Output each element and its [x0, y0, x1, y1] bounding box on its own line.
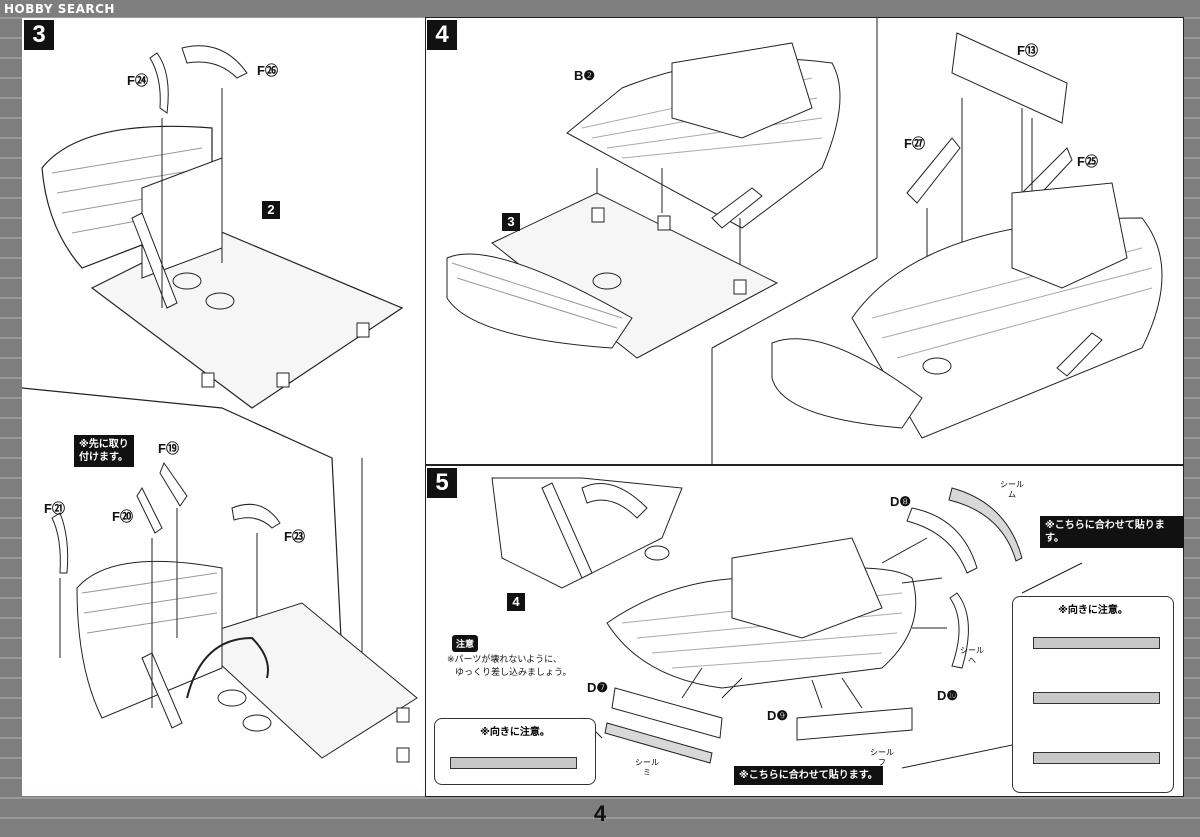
- sticker-preview-1: [1033, 637, 1160, 649]
- callout-line-2: 付けます。: [79, 452, 128, 463]
- step-4-number: 4: [427, 20, 457, 50]
- part-label-d7: D❼: [587, 680, 609, 695]
- part-label-d8: D❽: [890, 494, 912, 509]
- sub-step-3: 3: [502, 213, 520, 231]
- caution-line-2: ゆっくり差し込みましょう。: [455, 668, 572, 678]
- step-3-drawing: [22, 45, 422, 790]
- instruction-sheet: 3: [22, 17, 1184, 797]
- part-label-f23: F㉓: [284, 529, 305, 544]
- part-label-f25: F㉕: [1077, 154, 1098, 169]
- sticker-preview-2: [1033, 692, 1160, 704]
- orientation-note-left: ※向きに注意。: [434, 718, 596, 785]
- part-label-b2: B❷: [574, 68, 596, 83]
- seal-label-fu: シール フ: [870, 748, 894, 767]
- seal-label-he: シール へ: [960, 646, 984, 665]
- align-note-bottom: ※こちらに合わせて貼ります。: [734, 766, 883, 785]
- part-label-f21: F㉑: [44, 501, 65, 516]
- part-label-f19: F⑲: [158, 441, 179, 456]
- part-label-f26: F㉖: [257, 63, 278, 78]
- part-label-f27: F㉗: [904, 136, 925, 151]
- caution-text: ※パーツが壊れないように、 ゆっくり差し込みましょう。: [447, 654, 571, 680]
- sticker-preview-4: [450, 757, 577, 769]
- orientation-note-right: ※向きに注意。: [1012, 596, 1174, 793]
- part-label-f20: F⑳: [112, 509, 133, 524]
- step-5-number: 5: [427, 468, 457, 498]
- sub-step-4: 4: [507, 593, 525, 611]
- callout-line-1: ※先に取り: [79, 439, 129, 450]
- sticker-preview-3: [1033, 752, 1160, 764]
- part-label-f13: F⑬: [1017, 43, 1038, 58]
- step-3-number: 3: [24, 20, 54, 50]
- hobby-search-logo: HOBBY SEARCH: [4, 2, 115, 16]
- attach-first-callout: ※先に取り 付けます。: [74, 435, 134, 467]
- part-label-d10: D❿: [937, 688, 959, 703]
- part-label-d9: D❾: [767, 708, 789, 723]
- step-4-drawing: [446, 18, 1163, 464]
- page-number: 4: [593, 801, 607, 826]
- part-label-f24: F㉔: [127, 73, 148, 88]
- caution-line-1: ※パーツが壊れないように、: [447, 655, 562, 665]
- seal-label-mi: シール ミ: [635, 758, 659, 777]
- orientation-note-title-left: ※向きに注意。: [480, 727, 550, 738]
- step-5-drawing: [491, 477, 1142, 769]
- seal-label-mu: シール ム: [1000, 480, 1024, 499]
- align-note-top: ※こちらに合わせて貼ります。: [1040, 516, 1184, 548]
- orientation-note-title: ※向きに注意。: [1058, 605, 1128, 616]
- sub-step-2: 2: [262, 201, 280, 219]
- caution-badge: 注意: [452, 635, 479, 652]
